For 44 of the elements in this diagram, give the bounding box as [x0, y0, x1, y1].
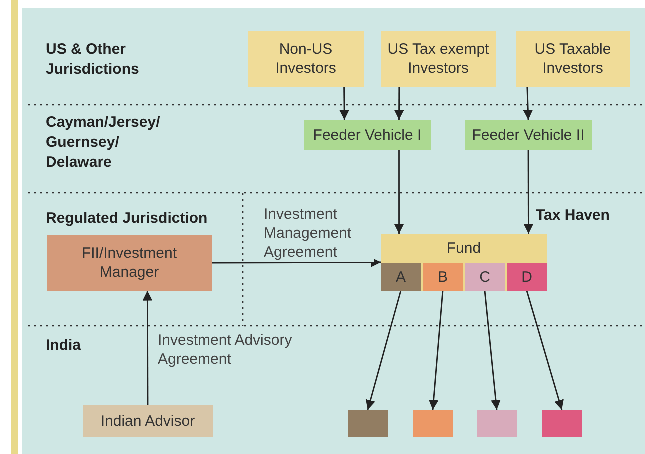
arrow — [142, 291, 153, 405]
node-text: Fund — [446, 239, 482, 258]
investor-box — [381, 31, 496, 87]
node-text: US Taxable Investors — [534, 40, 612, 78]
node-text: Indian Advisor — [100, 412, 196, 430]
feeder-box — [465, 120, 592, 150]
advisor-box — [83, 405, 213, 437]
color-box — [348, 410, 388, 437]
node-text: Feeder Vehicle I — [313, 126, 422, 144]
share-class-box — [381, 263, 421, 291]
region-label: Regulated Jurisdiction — [46, 209, 209, 229]
color-box — [542, 410, 582, 437]
arrow — [428, 290, 444, 410]
region-label: Tax Haven — [536, 206, 611, 226]
arrow — [394, 150, 404, 234]
node-text: FII/Investment Manager — [80, 244, 178, 282]
arrow — [526, 290, 564, 410]
region-label: India — [46, 336, 82, 356]
arrow — [340, 87, 350, 120]
investor-box — [516, 31, 630, 87]
region-label: Cayman/Jersey/ Guernsey/ Delaware — [46, 113, 162, 173]
fund-box — [381, 234, 547, 291]
arrow — [484, 290, 501, 410]
color-box — [477, 410, 517, 437]
node-text: D — [522, 268, 532, 286]
arrow — [366, 290, 402, 410]
share-class-box — [507, 263, 547, 291]
manager-box — [47, 235, 212, 291]
node-text: Feeder Vehicle II — [472, 126, 585, 144]
arrow — [212, 258, 381, 268]
region-label: US & Other Jurisdictions — [46, 40, 140, 80]
share-class-box — [423, 263, 463, 291]
node-text: US Tax exempt Investors — [386, 40, 490, 78]
node-text: A — [396, 268, 406, 286]
color-box — [413, 410, 453, 437]
investor-box — [248, 31, 364, 87]
share-class-box — [465, 263, 505, 291]
node-text: C — [480, 268, 490, 286]
node-text: B — [438, 268, 448, 286]
arrow — [524, 150, 534, 234]
feeder-box — [304, 120, 431, 150]
arrow — [394, 87, 404, 120]
arrow — [523, 86, 534, 120]
node-text: Non-US Investors — [274, 40, 338, 78]
